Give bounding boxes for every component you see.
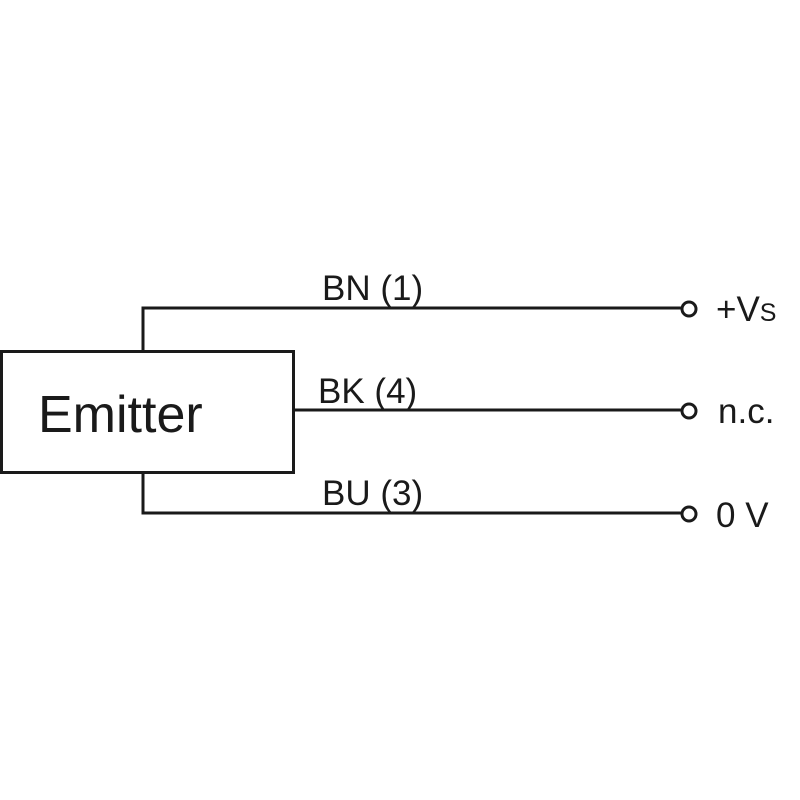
wire-bu-label: BU (3) <box>322 474 423 513</box>
wire-bu <box>141 472 682 515</box>
terminal-nc-label: n.c. <box>718 392 774 431</box>
wire-bn-label: BN (1) <box>322 269 423 308</box>
terminal-0v <box>680 505 698 523</box>
terminal-nc <box>680 402 698 420</box>
emitter-label: Emitter <box>38 386 203 444</box>
emitter-block <box>0 350 295 474</box>
terminal-vs <box>680 300 698 318</box>
wire-bn <box>141 306 682 351</box>
terminal-vs-label: +VS <box>716 290 776 329</box>
wire-bk-label: BK (4) <box>318 372 417 411</box>
terminal-0v-label: 0 V <box>716 496 769 535</box>
